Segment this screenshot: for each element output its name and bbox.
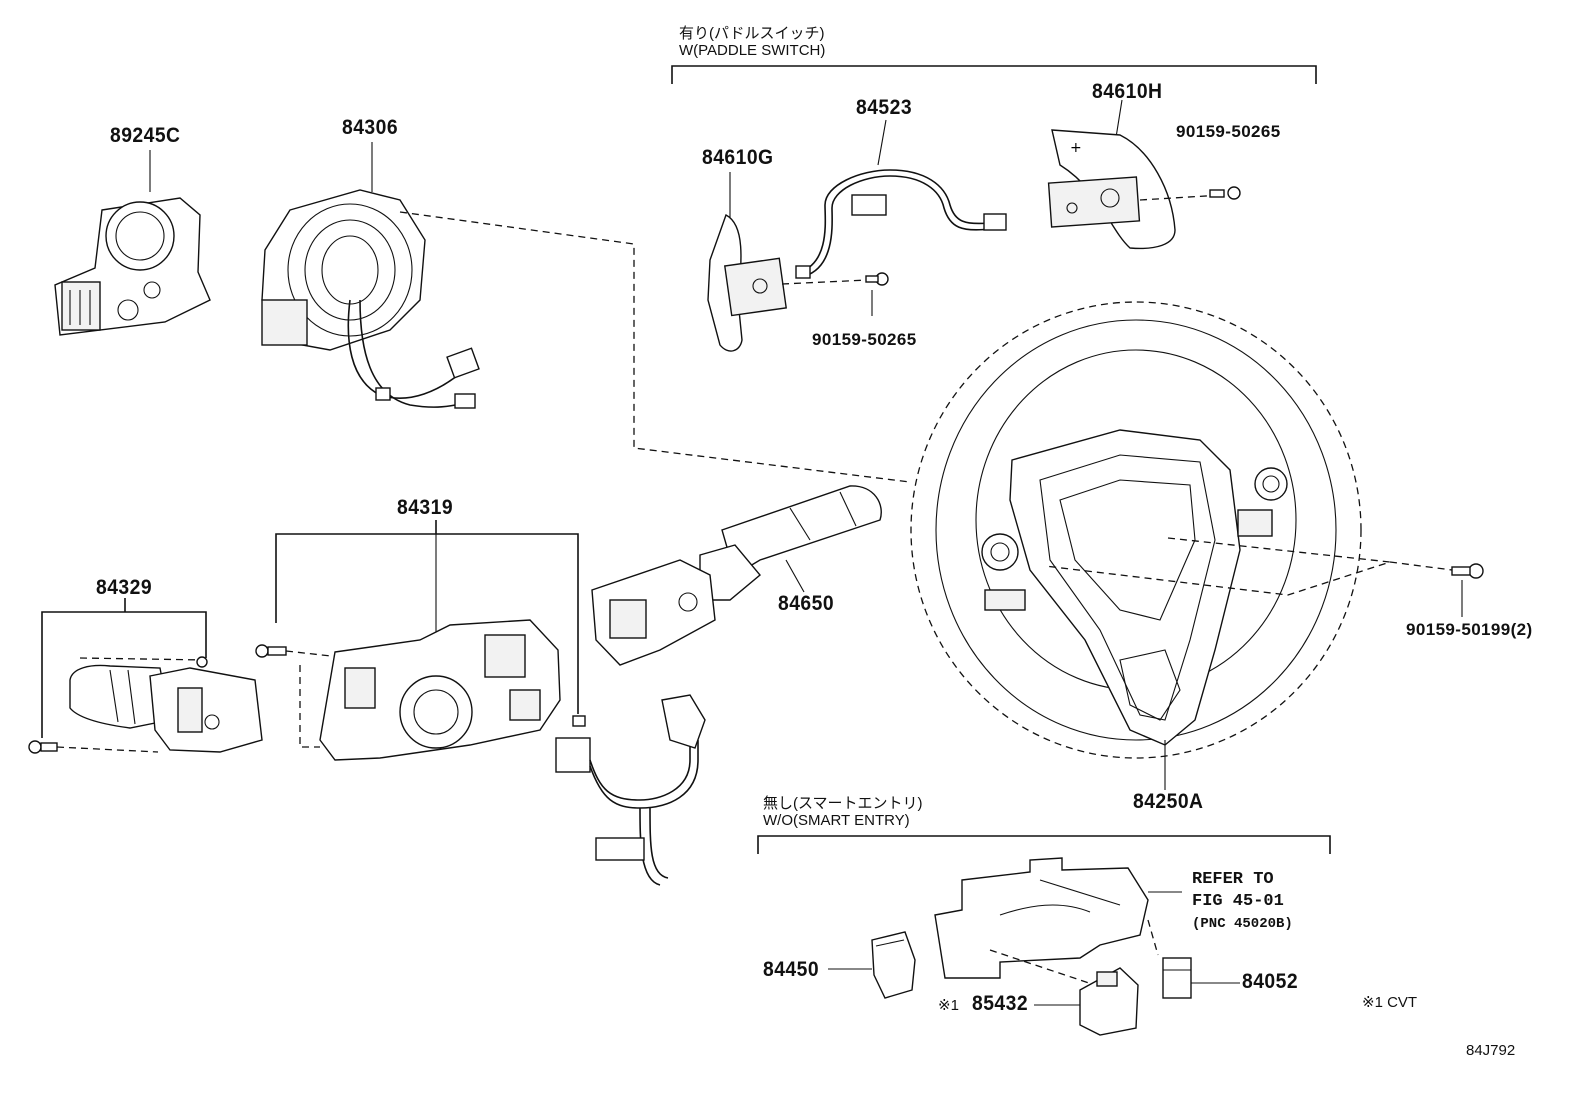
smart-entry-section-title-jp: 無し(スマートエントリ) [763, 795, 923, 812]
part-label-84329[interactable]: 84329 [96, 576, 153, 599]
paddle-switch-left-drawing [707, 172, 889, 352]
part-label-84610H[interactable]: 84610H [1092, 80, 1163, 103]
part-label-90159-50265-right[interactable]: 90159-50265 [1176, 122, 1281, 141]
paddle-switch-right-drawing: + [1047, 99, 1241, 250]
part-label-84650[interactable]: 84650 [778, 592, 835, 615]
paddle-wire-harness-drawing [795, 119, 1007, 279]
part-label-84610G[interactable]: 84610G [702, 146, 774, 169]
part-label-90159-50199[interactable]: 90159-50199(2) [1406, 620, 1533, 639]
part-label-89245C[interactable]: 89245C [110, 124, 181, 147]
part-label-84306[interactable]: 84306 [342, 116, 399, 139]
part-label-84523[interactable]: 84523 [856, 96, 913, 119]
steering-wheel-drawing [910, 301, 1484, 790]
diagram-id: 84J792 [1466, 1042, 1516, 1059]
smart-entry-section-title-en: W/O(SMART ENTRY) [763, 812, 910, 829]
refer-line-1: REFER TO [1192, 870, 1274, 889]
note-mark: ※1 [938, 997, 959, 1014]
smart-entry-bracket [757, 835, 1331, 854]
part-label-90159-50265-left[interactable]: 90159-50265 [812, 330, 917, 349]
paddle-section-title-jp: 有り(パドルスイッチ) [679, 25, 825, 42]
part-label-84319[interactable]: 84319 [397, 496, 454, 519]
part-label-85432[interactable]: 85432 [972, 992, 1029, 1015]
part-label-84250A[interactable]: 84250A [1133, 790, 1204, 813]
spiral-cable-drawing [261, 142, 480, 409]
turn-signal-switch-drawing [255, 520, 706, 886]
headlight-switch-drawing [28, 598, 263, 754]
footnote: ※1 CVT [1362, 994, 1418, 1011]
steering-angle-sensor-drawing [54, 150, 211, 336]
part-label-84052[interactable]: 84052 [1242, 970, 1299, 993]
refer-line-2[interactable]: FIG 45-01 [1192, 892, 1284, 911]
refer-line-3: (PNC 45020B) [1192, 916, 1293, 932]
wiper-switch-drawing [591, 485, 882, 666]
paddle-section-title-en: W(PADDLE SWITCH) [679, 42, 826, 59]
svg-text:+: + [1070, 140, 1082, 156]
paddle-switch-bracket [671, 65, 1317, 84]
part-label-84450[interactable]: 84450 [763, 958, 820, 981]
smart-entry-parts-drawing [828, 857, 1240, 1036]
